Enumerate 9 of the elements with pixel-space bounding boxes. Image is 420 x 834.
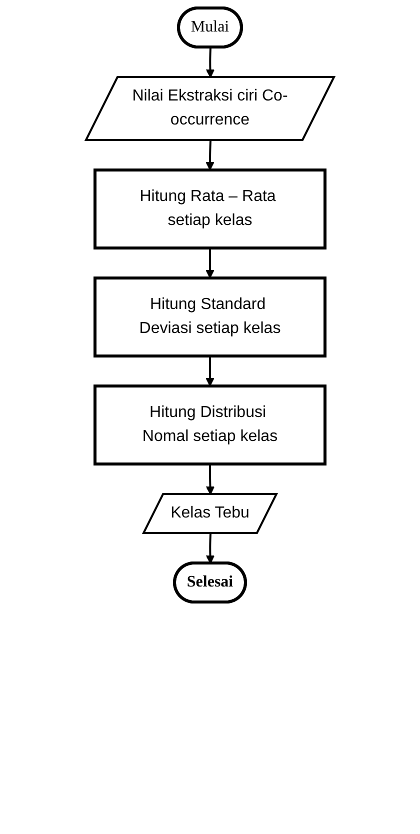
node-box: Hitung Distribusi Nomal setiap kelas (94, 384, 326, 466)
arrow (206, 248, 214, 278)
node-box: Hitung Standard Deviasi setiap kelas (94, 276, 326, 358)
arrow (206, 140, 214, 170)
arrow (206, 464, 215, 495)
arrow (206, 47, 215, 78)
node-box: Hitung Rata – Rata setiap kelas (94, 168, 326, 250)
arrow (206, 533, 215, 564)
arrow (206, 356, 214, 386)
